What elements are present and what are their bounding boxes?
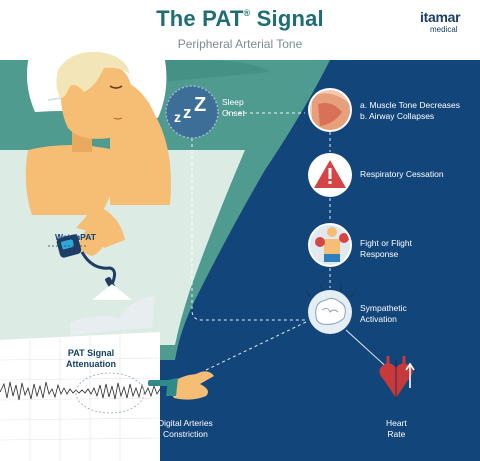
muscle-label: a. Muscle Tone Decreases b. Airway Colla… — [360, 100, 460, 122]
heart-rate-label: Heart Rate — [386, 418, 407, 440]
sympathetic-label: Sympathetic Activation — [360, 303, 407, 325]
sympathetic-to-digital-line — [205, 321, 307, 371]
fight-line2: Response — [360, 249, 399, 259]
sleep-to-sympathetic-line — [191, 90, 305, 321]
pat-attenuation-label: PAT Signal Attenuation — [66, 348, 116, 370]
digital-line1: Digital Arteries — [158, 418, 213, 428]
watchpat-screen — [61, 239, 75, 250]
pat-waveform — [0, 381, 161, 401]
torso — [25, 145, 116, 215]
paper-fold — [92, 284, 132, 300]
device-cable — [80, 251, 117, 285]
closed-eye — [109, 85, 123, 89]
digital-line2: Constriction — [162, 429, 208, 439]
sleep-onset-line2: Onset — [222, 108, 245, 118]
digital-arteries-label: Digital Arteries Constriction — [158, 418, 213, 440]
sleep-onset-node — [165, 85, 219, 139]
mouth — [113, 117, 123, 120]
airway-icon — [310, 90, 350, 130]
warning-bar — [328, 168, 332, 179]
sleep-z-large: Z — [194, 94, 206, 116]
sympathetic-line2: Activation — [360, 314, 397, 324]
activation-rays — [305, 284, 356, 298]
sleep-z-medium: z — [183, 103, 192, 122]
sleeping-person-illustration — [25, 51, 171, 256]
wall-shade — [140, 60, 270, 82]
paper-folds — [70, 296, 155, 336]
warning-dot — [328, 181, 332, 184]
heart-line1: Heart — [386, 418, 407, 428]
muscle-line1: a. Muscle Tone Decreases — [360, 100, 461, 110]
logo-text: itamar — [420, 9, 461, 25]
attenuation-highlight — [75, 372, 145, 414]
arm-lower — [76, 205, 125, 248]
sympathetic-line1: Sympathetic — [360, 303, 407, 313]
hair — [56, 51, 130, 99]
page-title: The PAT® Signal — [156, 6, 324, 31]
brain-fold — [321, 307, 339, 313]
heart-line2: Rate — [387, 429, 406, 439]
boxer-icon — [310, 225, 350, 265]
heart-rate-up-arrow-icon — [405, 362, 415, 388]
fight-line1: Fight or Flight — [360, 238, 412, 248]
watchpat-label: WatchPAT — [55, 232, 96, 242]
page-subtitle: Peripheral Arterial Tone — [177, 37, 303, 51]
fight-label: Fight or Flight Response — [360, 238, 412, 260]
heart-icon — [379, 356, 415, 400]
hand — [79, 229, 106, 256]
sleep-z-small: z — [174, 109, 181, 125]
logo-subtext: medical — [430, 25, 458, 34]
pat-attenuation-line2: Attenuation — [66, 359, 116, 369]
muscle-line2: b. Airway Collapses — [360, 111, 435, 121]
sleep-onset-label: Sleep Onset — [222, 97, 245, 119]
sleep-onset-line1: Sleep — [222, 97, 244, 107]
respiratory-label: Respiratory Cessation — [360, 169, 444, 179]
hand-icon — [166, 371, 214, 400]
pat-attenuation-line1: PAT Signal — [67, 348, 115, 358]
signal-connector — [148, 380, 170, 386]
flow-lines — [191, 90, 331, 371]
